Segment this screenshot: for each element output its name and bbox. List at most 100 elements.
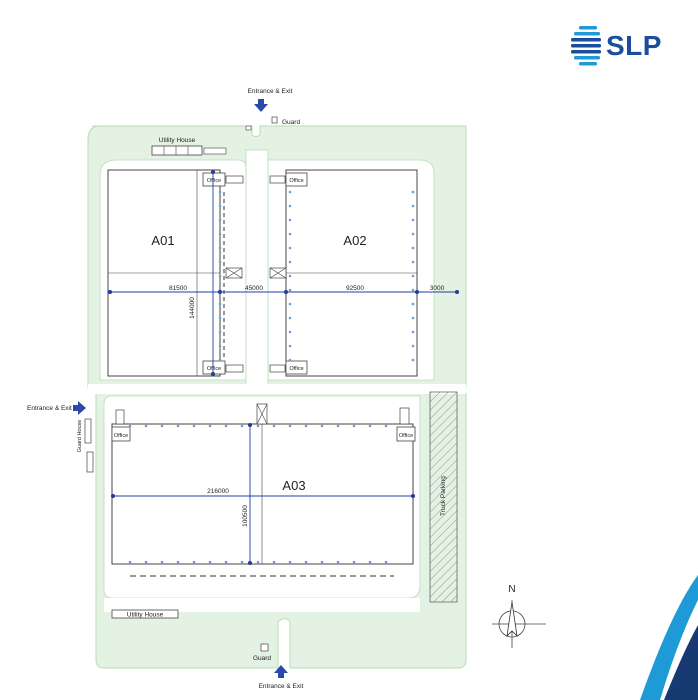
column-marker (411, 302, 415, 306)
a02-office-top-label: Office (289, 178, 303, 184)
column-marker (288, 288, 292, 292)
column-marker (218, 302, 222, 306)
column-marker (218, 190, 222, 194)
column-marker (176, 560, 180, 564)
guard-booth-top (271, 116, 278, 124)
dim-a01-width: 81500 (169, 285, 187, 292)
column-marker (240, 424, 244, 428)
a02-canopy-top (269, 175, 286, 184)
building-a03: A03 Office Office (111, 403, 416, 577)
utility-house-top: Utility House (151, 137, 227, 156)
column-marker (218, 344, 222, 348)
dim-a01-depth: 144000 (189, 297, 196, 319)
guard-house-box (84, 418, 92, 444)
column-marker (218, 330, 222, 334)
utility-house-bottom: Utility House (111, 609, 179, 619)
column-marker (411, 218, 415, 222)
column-marker (352, 424, 356, 428)
column-marker (288, 274, 292, 278)
utility-house-top-label: Utility House (159, 137, 196, 144)
dimension-tick (210, 371, 216, 377)
logo-stripe (574, 32, 600, 36)
column-marker (208, 560, 212, 564)
a01-ramp-cross (225, 267, 243, 279)
entrances: Entrance & Exit Entrance & Exit Entrance… (27, 88, 304, 690)
column-marker (288, 302, 292, 306)
column-marker (218, 316, 222, 320)
truck-parking-area (429, 391, 458, 603)
entrance-left-label: Entrance & Exit (27, 405, 72, 412)
a03-office-right-label: Office (399, 433, 413, 439)
column-marker (224, 560, 228, 564)
dimension-tick (247, 422, 253, 428)
dim-gap: 45000 (245, 285, 263, 292)
entrance-top-arrow-icon (254, 99, 268, 112)
column-marker (411, 288, 415, 292)
a02-office-top (285, 172, 308, 187)
column-marker (411, 358, 415, 362)
a03-canopy-left (115, 409, 125, 425)
dimension-tick (107, 289, 113, 295)
column-marker (336, 424, 340, 428)
dimension-tick (454, 289, 460, 295)
guard-bottom-label: Guard (253, 655, 271, 662)
logo-stripe (571, 50, 601, 54)
a01-office-top-label: Office (207, 178, 221, 184)
column-marker (218, 218, 222, 222)
logo-stripe (571, 44, 601, 48)
column-marker (320, 560, 324, 564)
cross-road (88, 384, 466, 394)
a03-ramp-cross (256, 403, 268, 425)
gate-post-top (245, 125, 252, 131)
truck-parking-label: Truck Parking (440, 476, 447, 516)
dim-a02-width: 92500 (346, 285, 364, 292)
column-marker (256, 560, 260, 564)
column-marker (144, 424, 148, 428)
guard-top-label: Guard (282, 119, 300, 126)
column-marker (272, 560, 276, 564)
building-a01-label: A01 (151, 233, 174, 248)
column-marker (218, 260, 222, 264)
guards: Guard Guard Guard House (77, 116, 300, 662)
column-marker (320, 424, 324, 428)
slp-logo-icon (571, 26, 601, 66)
logo-stripe (574, 56, 600, 60)
column-marker (224, 424, 228, 428)
guard-house-box-2 (86, 451, 94, 473)
dimension-labels: 81500 45000 92500 3000 144000 216000 100… (169, 285, 445, 527)
dimension-tick (210, 169, 216, 175)
a01-canopy-bottom (225, 364, 244, 373)
column-marker (411, 246, 415, 250)
dim-a02-side: 3000 (430, 285, 445, 292)
a02-canopy-bottom (269, 364, 286, 373)
column-marker (304, 424, 308, 428)
building-a01: A01 Office Office (107, 169, 244, 377)
dimension-tick (110, 493, 116, 499)
column-marker (352, 560, 356, 564)
column-marker (144, 560, 148, 564)
entrance-bottom-label: Entrance & Exit (259, 683, 304, 690)
column-marker (288, 330, 292, 334)
utility-house-top-annex (203, 147, 227, 155)
logo-stripe (579, 26, 597, 30)
a01-office-bottom-label: Office (207, 366, 221, 372)
column-marker (176, 424, 180, 428)
column-marker (288, 316, 292, 320)
column-marker (218, 232, 222, 236)
column-marker (288, 260, 292, 264)
column-marker (160, 560, 164, 564)
column-marker (411, 204, 415, 208)
dimension-lines (107, 169, 460, 566)
column-marker (272, 424, 276, 428)
column-marker (240, 560, 244, 564)
column-marker (411, 344, 415, 348)
a03-office-left (111, 426, 131, 442)
corner-swoosh (640, 575, 698, 700)
a03-office-left-label: Office (114, 433, 128, 439)
column-marker (368, 560, 372, 564)
column-marker (288, 246, 292, 250)
column-marker (288, 218, 292, 222)
column-marker (218, 246, 222, 250)
a02-office-bottom-label: Office (289, 366, 303, 372)
south-road (104, 598, 420, 612)
